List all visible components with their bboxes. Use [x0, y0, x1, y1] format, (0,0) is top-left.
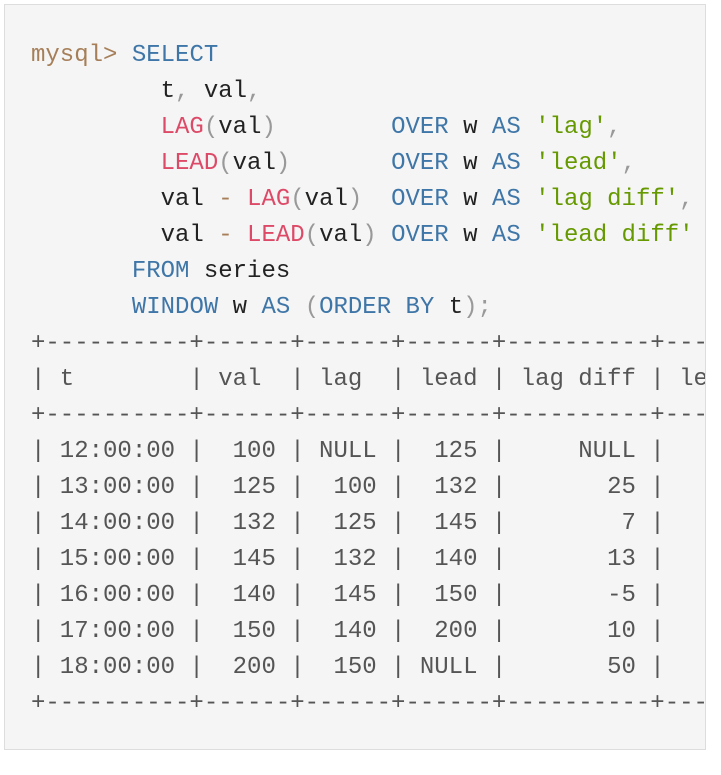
token-punct: ,	[621, 150, 636, 177]
token-plain: t	[434, 294, 464, 321]
token-plain: val	[319, 222, 363, 249]
token-punct: (	[290, 186, 305, 213]
token-plain	[521, 150, 535, 177]
token-punct: ,	[175, 78, 190, 105]
token-fn: LAG	[160, 114, 204, 141]
token-punct: ,	[607, 114, 622, 141]
token-plain	[521, 222, 535, 249]
token-fn: LEAD	[160, 150, 219, 177]
token-kw: OVER	[391, 186, 449, 213]
query-line: FROM series	[31, 254, 705, 290]
token-punct: )	[275, 150, 291, 177]
query-line: WINDOW w AS (ORDER BY t);	[31, 290, 705, 326]
token-plain	[362, 186, 391, 213]
token-plain: w	[448, 114, 492, 141]
token-fn: LAG	[247, 186, 291, 213]
token-plain	[290, 150, 391, 177]
table-row: | 16:00:00 | 140 | 145 | 150 | -5 | -10 …	[31, 582, 665, 609]
query-line: val - LAG(val) OVER w AS 'lag diff',	[31, 182, 705, 218]
token-plain	[521, 186, 535, 213]
token-plain	[31, 150, 161, 177]
token-kw: AS	[491, 186, 521, 213]
token-punct: (	[304, 294, 320, 321]
token-kw: BY	[405, 294, 435, 321]
token-plain	[391, 294, 405, 321]
token-punct: ,	[679, 186, 694, 213]
token-str: 'lead'	[535, 150, 622, 177]
token-plain: series	[189, 258, 291, 285]
token-prompt: mysql>	[31, 42, 132, 69]
table-row: | 14:00:00 | 132 | 125 | 145 | 7 | -13 |	[31, 510, 665, 537]
token-kw: AS	[261, 294, 291, 321]
table-border: +----------+------+------+------+-------…	[31, 402, 706, 429]
token-fn: LEAD	[247, 222, 305, 249]
token-plain: val	[31, 186, 219, 213]
token-kw: AS	[491, 222, 521, 249]
token-plain	[31, 294, 132, 321]
token-plain: t	[31, 78, 176, 105]
token-kw: FROM	[131, 258, 190, 285]
table-header: | t | val | lag | lead | lag diff | lead…	[31, 366, 706, 393]
token-plain	[31, 114, 161, 141]
token-str: 'lag diff'	[535, 186, 680, 213]
token-plain: val	[218, 114, 262, 141]
token-str: 'lead diff'	[535, 222, 694, 249]
token-plain: val	[232, 150, 276, 177]
table-row: | 12:00:00 | 100 | NULL | 125 | NULL | -…	[31, 438, 665, 465]
token-punct: (	[203, 114, 219, 141]
token-punct: )	[347, 186, 363, 213]
token-plain	[521, 114, 535, 141]
token-kw: OVER	[391, 114, 449, 141]
token-punct: (	[304, 222, 320, 249]
token-str: 'lag'	[535, 114, 608, 141]
token-kw: OVER	[391, 222, 449, 249]
token-plain	[233, 222, 247, 249]
query-line: LAG(val) OVER w AS 'lag',	[31, 110, 705, 146]
token-plain	[377, 222, 391, 249]
table-border: +----------+------+------+------+-------…	[31, 330, 706, 357]
query-line: t, val,	[31, 74, 705, 110]
token-plain: w	[218, 294, 262, 321]
token-kw: SELECT	[131, 42, 219, 69]
query-line: LEAD(val) OVER w AS 'lead',	[31, 146, 705, 182]
token-plain	[276, 114, 391, 141]
token-plain: val	[304, 186, 348, 213]
token-op: -	[218, 186, 233, 213]
token-kw: AS	[491, 114, 521, 141]
table-row: | 17:00:00 | 150 | 140 | 200 | 10 | -50 …	[31, 618, 665, 645]
sql-query: mysql> SELECT t, val, LAG(val) OVER w AS…	[31, 38, 705, 326]
token-plain: w	[448, 150, 492, 177]
token-plain: w	[448, 186, 492, 213]
token-punct: )	[362, 222, 377, 249]
token-op: -	[218, 222, 233, 249]
token-plain: w	[448, 222, 492, 249]
token-plain	[31, 258, 132, 285]
table-row: | 13:00:00 | 125 | 100 | 132 | 25 | -7 |	[31, 474, 665, 501]
query-line: mysql> SELECT	[31, 38, 705, 74]
table-row: | 18:00:00 | 200 | 150 | NULL | 50 | NUL…	[31, 654, 665, 681]
token-kw: OVER	[391, 150, 449, 177]
token-kw: AS	[491, 150, 521, 177]
token-punct: )	[261, 114, 276, 141]
code-block: mysql> SELECT t, val, LAG(val) OVER w AS…	[4, 4, 706, 750]
result-table: +----------+------+------+------+-------…	[31, 326, 706, 722]
table-border: +----------+------+------+------+-------…	[31, 690, 706, 717]
token-plain: val	[189, 78, 248, 105]
token-kw: ORDER	[319, 294, 392, 321]
token-plain	[290, 294, 304, 321]
table-row: | 15:00:00 | 145 | 132 | 140 | 13 | 5 |	[31, 546, 665, 573]
token-punct: ,	[247, 78, 262, 105]
token-plain: val	[31, 222, 219, 249]
token-punct: );	[463, 294, 492, 321]
sql-session: mysql> SELECT t, val, LAG(val) OVER w AS…	[31, 38, 706, 722]
token-punct: (	[218, 150, 233, 177]
token-plain	[233, 186, 247, 213]
token-kw: WINDOW	[131, 294, 219, 321]
query-line: val - LEAD(val) OVER w AS 'lead diff'	[31, 218, 705, 254]
